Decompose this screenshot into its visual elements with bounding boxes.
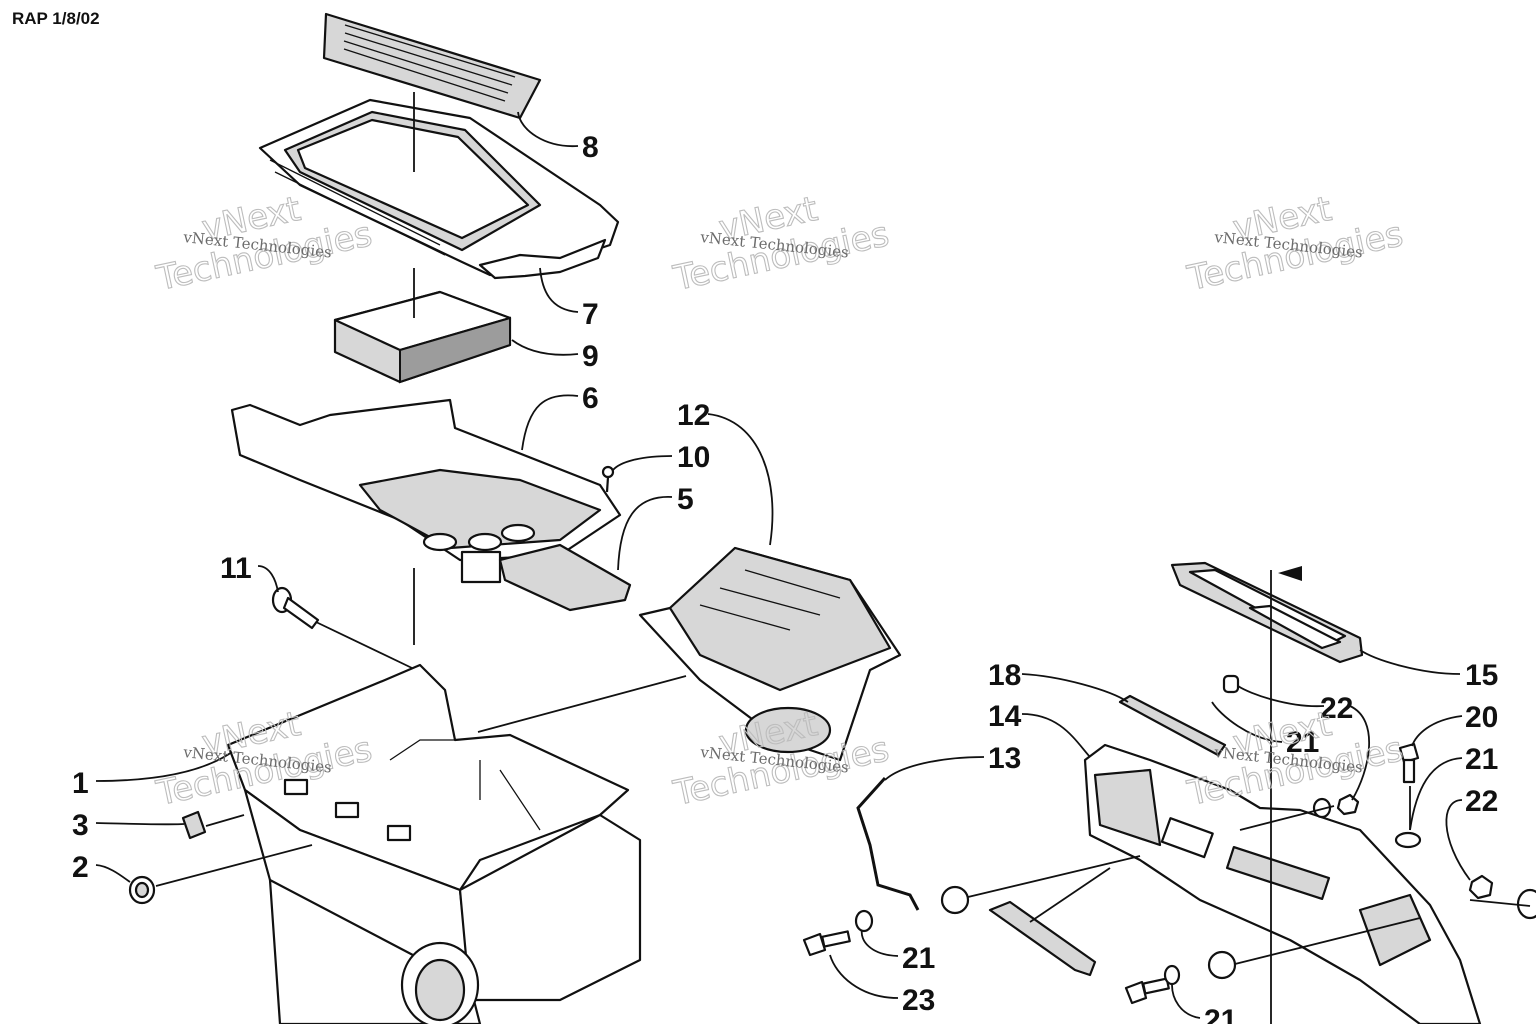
plug-small-right [1222, 674, 1240, 694]
callout-9: 9 [582, 340, 599, 373]
washer-part-21-a [854, 909, 874, 933]
callout-23: 23 [902, 984, 935, 1017]
callout-22-b: 22 [1465, 785, 1498, 818]
callout-3: 3 [72, 809, 89, 842]
washer-part-21-d [1394, 831, 1422, 849]
watermark-5: vNext Technologies vNext Technologies [669, 703, 893, 814]
watermark-6: vNext Technologies vNext Technologies [1183, 703, 1407, 814]
callout-15: 15 [1465, 659, 1498, 692]
decal-part-8 [322, 12, 542, 120]
revision-stamp: RAP 1/8/02 [12, 9, 100, 28]
callout-21-a: 21 [1286, 726, 1319, 759]
explode-lines-left [155, 92, 687, 887]
clip-part-18 [1118, 694, 1227, 757]
explode-lines-right [967, 786, 1531, 965]
washer-part-21-c [1312, 797, 1332, 819]
callout-11: 11 [220, 552, 252, 585]
callout-21-b: 21 [1465, 743, 1498, 776]
bracket-small-2 [1207, 950, 1237, 980]
label-part-3 [181, 810, 207, 840]
callout-21-c: 21 [902, 942, 935, 975]
bolt-part-11 [271, 586, 320, 630]
cap-part-right [1516, 888, 1536, 920]
bracket-left [988, 900, 1097, 977]
airbox-cover-part-7 [258, 98, 620, 280]
bolt-part-23-b [1124, 977, 1170, 1005]
bolt-part-23 [802, 930, 851, 957]
callout-8: 8 [582, 131, 599, 164]
watermark-3: vNext Technologies vNext Technologies [1183, 188, 1407, 299]
callout-20: 20 [1465, 701, 1498, 734]
airbox-housing-part-1 [226, 663, 642, 1024]
foam-pad-part-5 [498, 543, 632, 612]
intake-duct-part-14 [1083, 743, 1482, 1024]
callout-21-d: 21 [1204, 1004, 1237, 1024]
intake-silencer-part-12 [638, 546, 902, 762]
bolt-part-20 [1398, 742, 1420, 784]
callout-18: 18 [988, 659, 1021, 692]
watermark-1: vNext Technologies vNext Technologies [152, 188, 376, 299]
callout-14: 14 [988, 700, 1022, 733]
callout-1: 1 [72, 767, 89, 800]
flag-arrow-icon [1270, 566, 1302, 1024]
washer-part-21-b [1163, 964, 1181, 986]
callout-13: 13 [988, 742, 1021, 775]
callout-10: 10 [677, 441, 710, 474]
screw-part-10 [601, 465, 615, 493]
callout-6: 6 [582, 382, 599, 415]
gasket-part-15 [1170, 561, 1364, 664]
leader-lines [95, 111, 1471, 1019]
nut-part-22-b [1468, 874, 1494, 900]
nut-part-22-a [1336, 793, 1360, 816]
callout-2: 2 [72, 851, 89, 884]
bracket-small-1 [940, 885, 970, 915]
rod-part-13 [856, 776, 920, 911]
callout-numbers: 8 7 9 6 10 5 12 11 1 3 2 18 14 13 15 22 … [72, 131, 1498, 1024]
callout-5: 5 [677, 483, 694, 516]
watermark-2: vNext Technologies vNext Technologies [669, 188, 893, 299]
foam-filter-part-9 [333, 290, 512, 384]
callout-7: 7 [582, 298, 599, 331]
plug-part-2 [128, 875, 156, 905]
callout-12: 12 [677, 399, 710, 432]
callout-22-a: 22 [1320, 692, 1353, 725]
filter-tray-part-6 [230, 398, 622, 584]
